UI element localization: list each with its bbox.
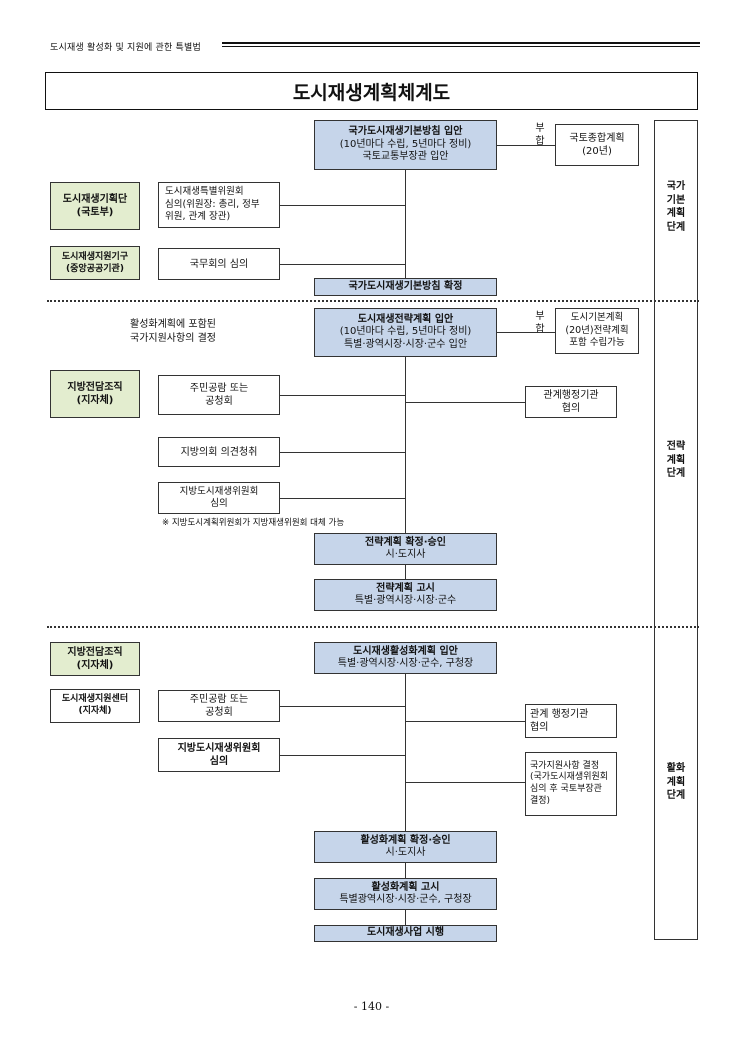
activation-plan-approve-owner: 시·도지사 bbox=[385, 847, 426, 858]
national-consistency-label: 부 합 bbox=[535, 123, 545, 147]
spine-activation-1 bbox=[405, 674, 406, 831]
strategic-plan-notice-owner: 특별·광역시장·시장·군수 bbox=[354, 595, 457, 606]
activation-plan-notice-owner: 특별광역시장·시장·군수, 구청장 bbox=[339, 894, 472, 905]
national-policy-confirm-title: 국가도시재생기본방침 확정 bbox=[348, 280, 463, 292]
activation-committee-connector bbox=[280, 755, 405, 756]
national-policy-draft-cycle: (10년마다 수립, 5년마다 정비) bbox=[339, 138, 472, 150]
local-council-hearing-box: 지방의회 의견청취 bbox=[158, 437, 280, 467]
spine-national bbox=[405, 170, 406, 278]
strategic-consistency-line bbox=[497, 332, 555, 333]
strategic-plan-draft-title: 도시재생전략계획 입안 bbox=[357, 313, 454, 325]
planning-team-box: 도시재생기획단 (국토부) bbox=[50, 182, 140, 230]
strategic-hearing-connector bbox=[280, 395, 405, 396]
national-support-connector bbox=[405, 782, 525, 783]
stage-label-strategic: 전략 계획 단계 bbox=[666, 441, 686, 479]
local-council-connector bbox=[280, 452, 405, 453]
stage-label-national: 국가 기본 계획 단계 bbox=[666, 181, 686, 233]
urban-master-plan-box: 도시기본계획 (20년)전략계획 포함 수립가능 bbox=[555, 308, 639, 354]
stage-column bbox=[654, 120, 698, 940]
national-policy-confirm-box: 국가도시재생기본방침 확정 bbox=[314, 278, 497, 296]
strategic-agency-connector bbox=[405, 402, 525, 403]
header-rule-thick bbox=[222, 42, 700, 44]
strategic-plan-approve-owner: 시·도지사 bbox=[385, 549, 426, 560]
spine-strategic-1 bbox=[405, 357, 406, 533]
activation-plan-approve-title: 활성화계획 확정·승인 bbox=[360, 834, 451, 846]
cabinet-connector bbox=[280, 264, 405, 265]
national-territorial-plan-box: 국토종합계획 (20년) bbox=[555, 124, 639, 166]
national-consistency-line bbox=[497, 145, 555, 146]
spine-strategic-2 bbox=[405, 565, 406, 579]
regen-support-center-box: 도시재생지원센터 (지자체) bbox=[50, 689, 140, 723]
activation-plan-draft-title: 도시재생활성화계획 입안 bbox=[353, 645, 458, 657]
strategic-plan-approve-title: 전략계획 확정·승인 bbox=[365, 536, 446, 548]
activation-regen-committee-box: 지방도시재생위원회 심의 bbox=[158, 738, 280, 772]
separator-2 bbox=[47, 626, 699, 628]
strategic-plan-draft-box: 도시재생전략계획 입안 (10년마다 수립, 5년마다 정비) 특별·광역시장·… bbox=[314, 308, 497, 357]
committee-connector bbox=[280, 205, 405, 206]
strategic-plan-notice-title: 전략계획 고시 bbox=[376, 582, 435, 594]
national-support-decision-note: 활성화계획에 포함된 국가지원사항의 결정 bbox=[130, 319, 216, 344]
regen-project-execute-title: 도시재생사업 시행 bbox=[366, 927, 445, 939]
spine-activation-2 bbox=[405, 863, 406, 878]
activation-public-hearing-box: 주민공람 또는 공청회 bbox=[158, 690, 280, 722]
diagram-title: 도시재생계획체계도 bbox=[45, 72, 698, 110]
header-rule-thin bbox=[222, 46, 700, 47]
activation-plan-notice-title: 활성화계획 고시 bbox=[371, 881, 440, 893]
strategic-plan-draft-cycle: (10년마다 수립, 5년마다 정비) bbox=[339, 326, 472, 338]
activation-plan-notice-box: 활성화계획 고시 특별광역시장·시장·군수, 구청장 bbox=[314, 878, 497, 910]
running-header: 도시재생 활성화 및 지원에 관한 특별법 bbox=[50, 43, 201, 53]
activation-agency-consult-box: 관계 행정기관 협의 bbox=[525, 704, 617, 738]
activation-agency-connector bbox=[405, 721, 525, 722]
national-policy-draft-box: 국가도시재생기본방침 입안 (10년마다 수립, 5년마다 정비) 국토교통부장… bbox=[314, 120, 497, 170]
spine-activation-3 bbox=[405, 910, 406, 925]
regen-project-execute-box: 도시재생사업 시행 bbox=[314, 925, 497, 942]
activation-hearing-connector bbox=[280, 706, 405, 707]
cabinet-review-box: 국무회의 심의 bbox=[158, 248, 280, 280]
activation-plan-approve-box: 활성화계획 확정·승인 시·도지사 bbox=[314, 831, 497, 863]
separator-1 bbox=[47, 300, 699, 302]
strategic-public-hearing-box: 주민공람 또는 공청회 bbox=[158, 375, 280, 415]
strategic-consistency-label: 부 합 bbox=[535, 311, 545, 335]
activation-local-org-box: 지방전담조직 (지자체) bbox=[50, 642, 140, 676]
page-number: - 140 - bbox=[353, 1000, 390, 1013]
strategic-plan-draft-owner: 특별·광역시장·시장·군수 입안 bbox=[343, 338, 468, 350]
strategic-agency-consult-box: 관계행정기관 협의 bbox=[525, 386, 617, 418]
support-organization-box: 도시재생지원기구 (중앙공공기관) bbox=[50, 246, 140, 280]
strategic-plan-notice-box: 전략계획 고시 특별·광역시장·시장·군수 bbox=[314, 579, 497, 611]
strategic-plan-approve-box: 전략계획 확정·승인 시·도지사 bbox=[314, 533, 497, 565]
special-committee-box: 도시재생특별위원회 심의(위원장: 총리, 정부 위원, 관계 장관) bbox=[158, 182, 280, 228]
national-support-decision-box: 국가지원사항 결정 (국가도시재생위원회 심의 후 국토부장관 결정) bbox=[525, 752, 617, 816]
strategic-committee-connector bbox=[280, 498, 405, 499]
activation-plan-draft-owner: 특별·광역시장·시장·군수, 구청장 bbox=[337, 658, 474, 669]
national-policy-draft-title: 국가도시재생기본방침 입안 bbox=[348, 126, 463, 138]
committee-substitution-note: ※ 지방도시계획위원회가 지방재생위원회 대체 가능 bbox=[162, 518, 345, 528]
strategic-regen-committee-box: 지방도시재생위원회 심의 bbox=[158, 482, 280, 514]
strategic-local-org-box: 지방전담조직 (지자체) bbox=[50, 370, 140, 418]
activation-plan-draft-box: 도시재생활성화계획 입안 특별·광역시장·시장·군수, 구청장 bbox=[314, 642, 497, 674]
stage-label-activation: 활화 계획 단계 bbox=[666, 763, 686, 801]
national-policy-draft-owner: 국토교통부장관 입안 bbox=[362, 151, 449, 163]
